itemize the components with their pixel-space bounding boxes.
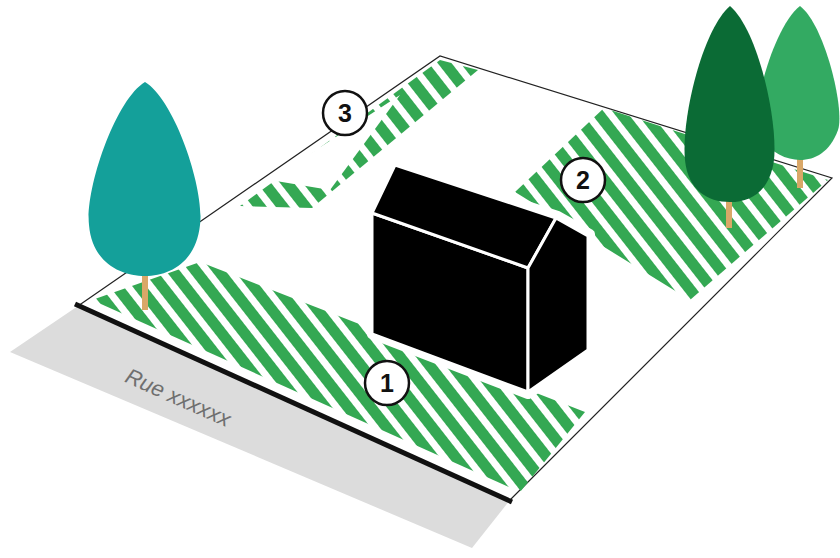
tree-left: [89, 82, 201, 310]
tree-right-dark: [685, 6, 775, 228]
callout-number: 1: [380, 371, 394, 396]
callout-number: 3: [338, 101, 352, 126]
callout-circle: [323, 91, 367, 135]
callout-circle: [561, 158, 605, 202]
callout-number: 2: [576, 168, 590, 193]
house: [372, 163, 590, 394]
callout-circle: [365, 361, 409, 405]
